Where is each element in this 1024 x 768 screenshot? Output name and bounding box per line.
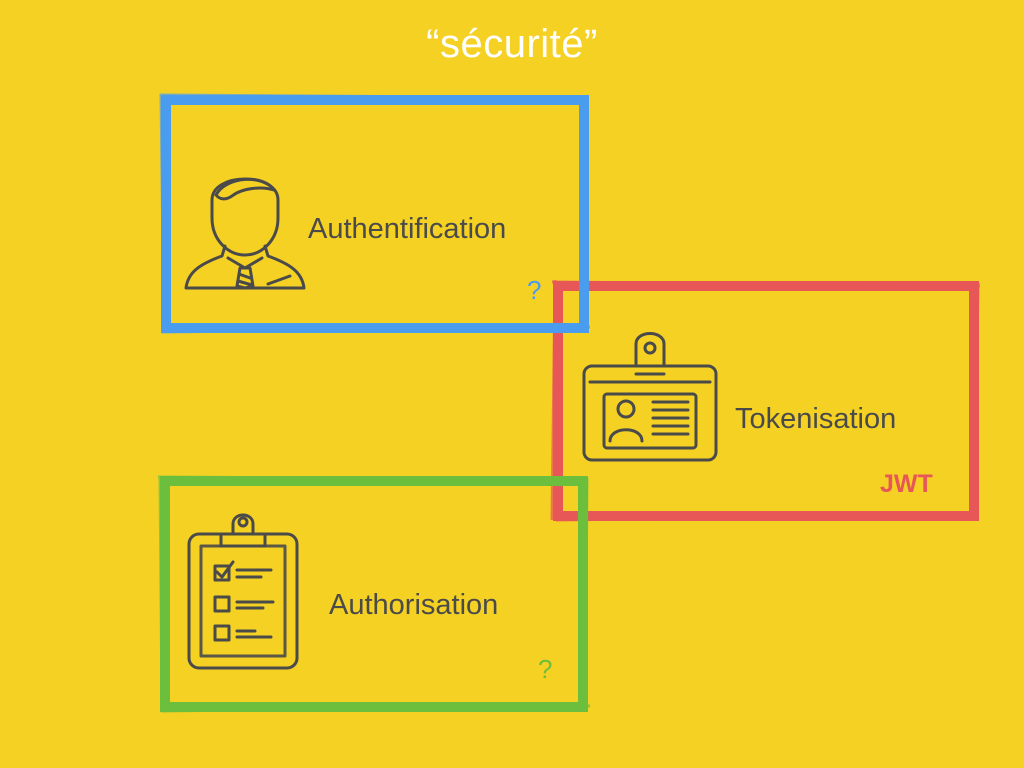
authorisation-question-mark: ?: [538, 654, 553, 684]
authentification-question-mark: ?: [527, 275, 542, 305]
authorisation-frame: [157, 475, 591, 713]
tokenisation-label: Tokenisation: [735, 403, 897, 435]
tokenisation-jwt-mark: JWT: [880, 470, 933, 498]
authentification-frame: [159, 93, 591, 334]
checklist-clipboard-icon: [187, 513, 299, 670]
slide-title: “sécurité”: [426, 22, 598, 66]
tokenisation-frame: [550, 279, 981, 522]
user-with-tie-icon: [184, 177, 306, 290]
authentification-label: Authentification: [308, 213, 507, 245]
authorisation-label: Authorisation: [329, 589, 499, 621]
id-badge-icon: [582, 332, 718, 462]
